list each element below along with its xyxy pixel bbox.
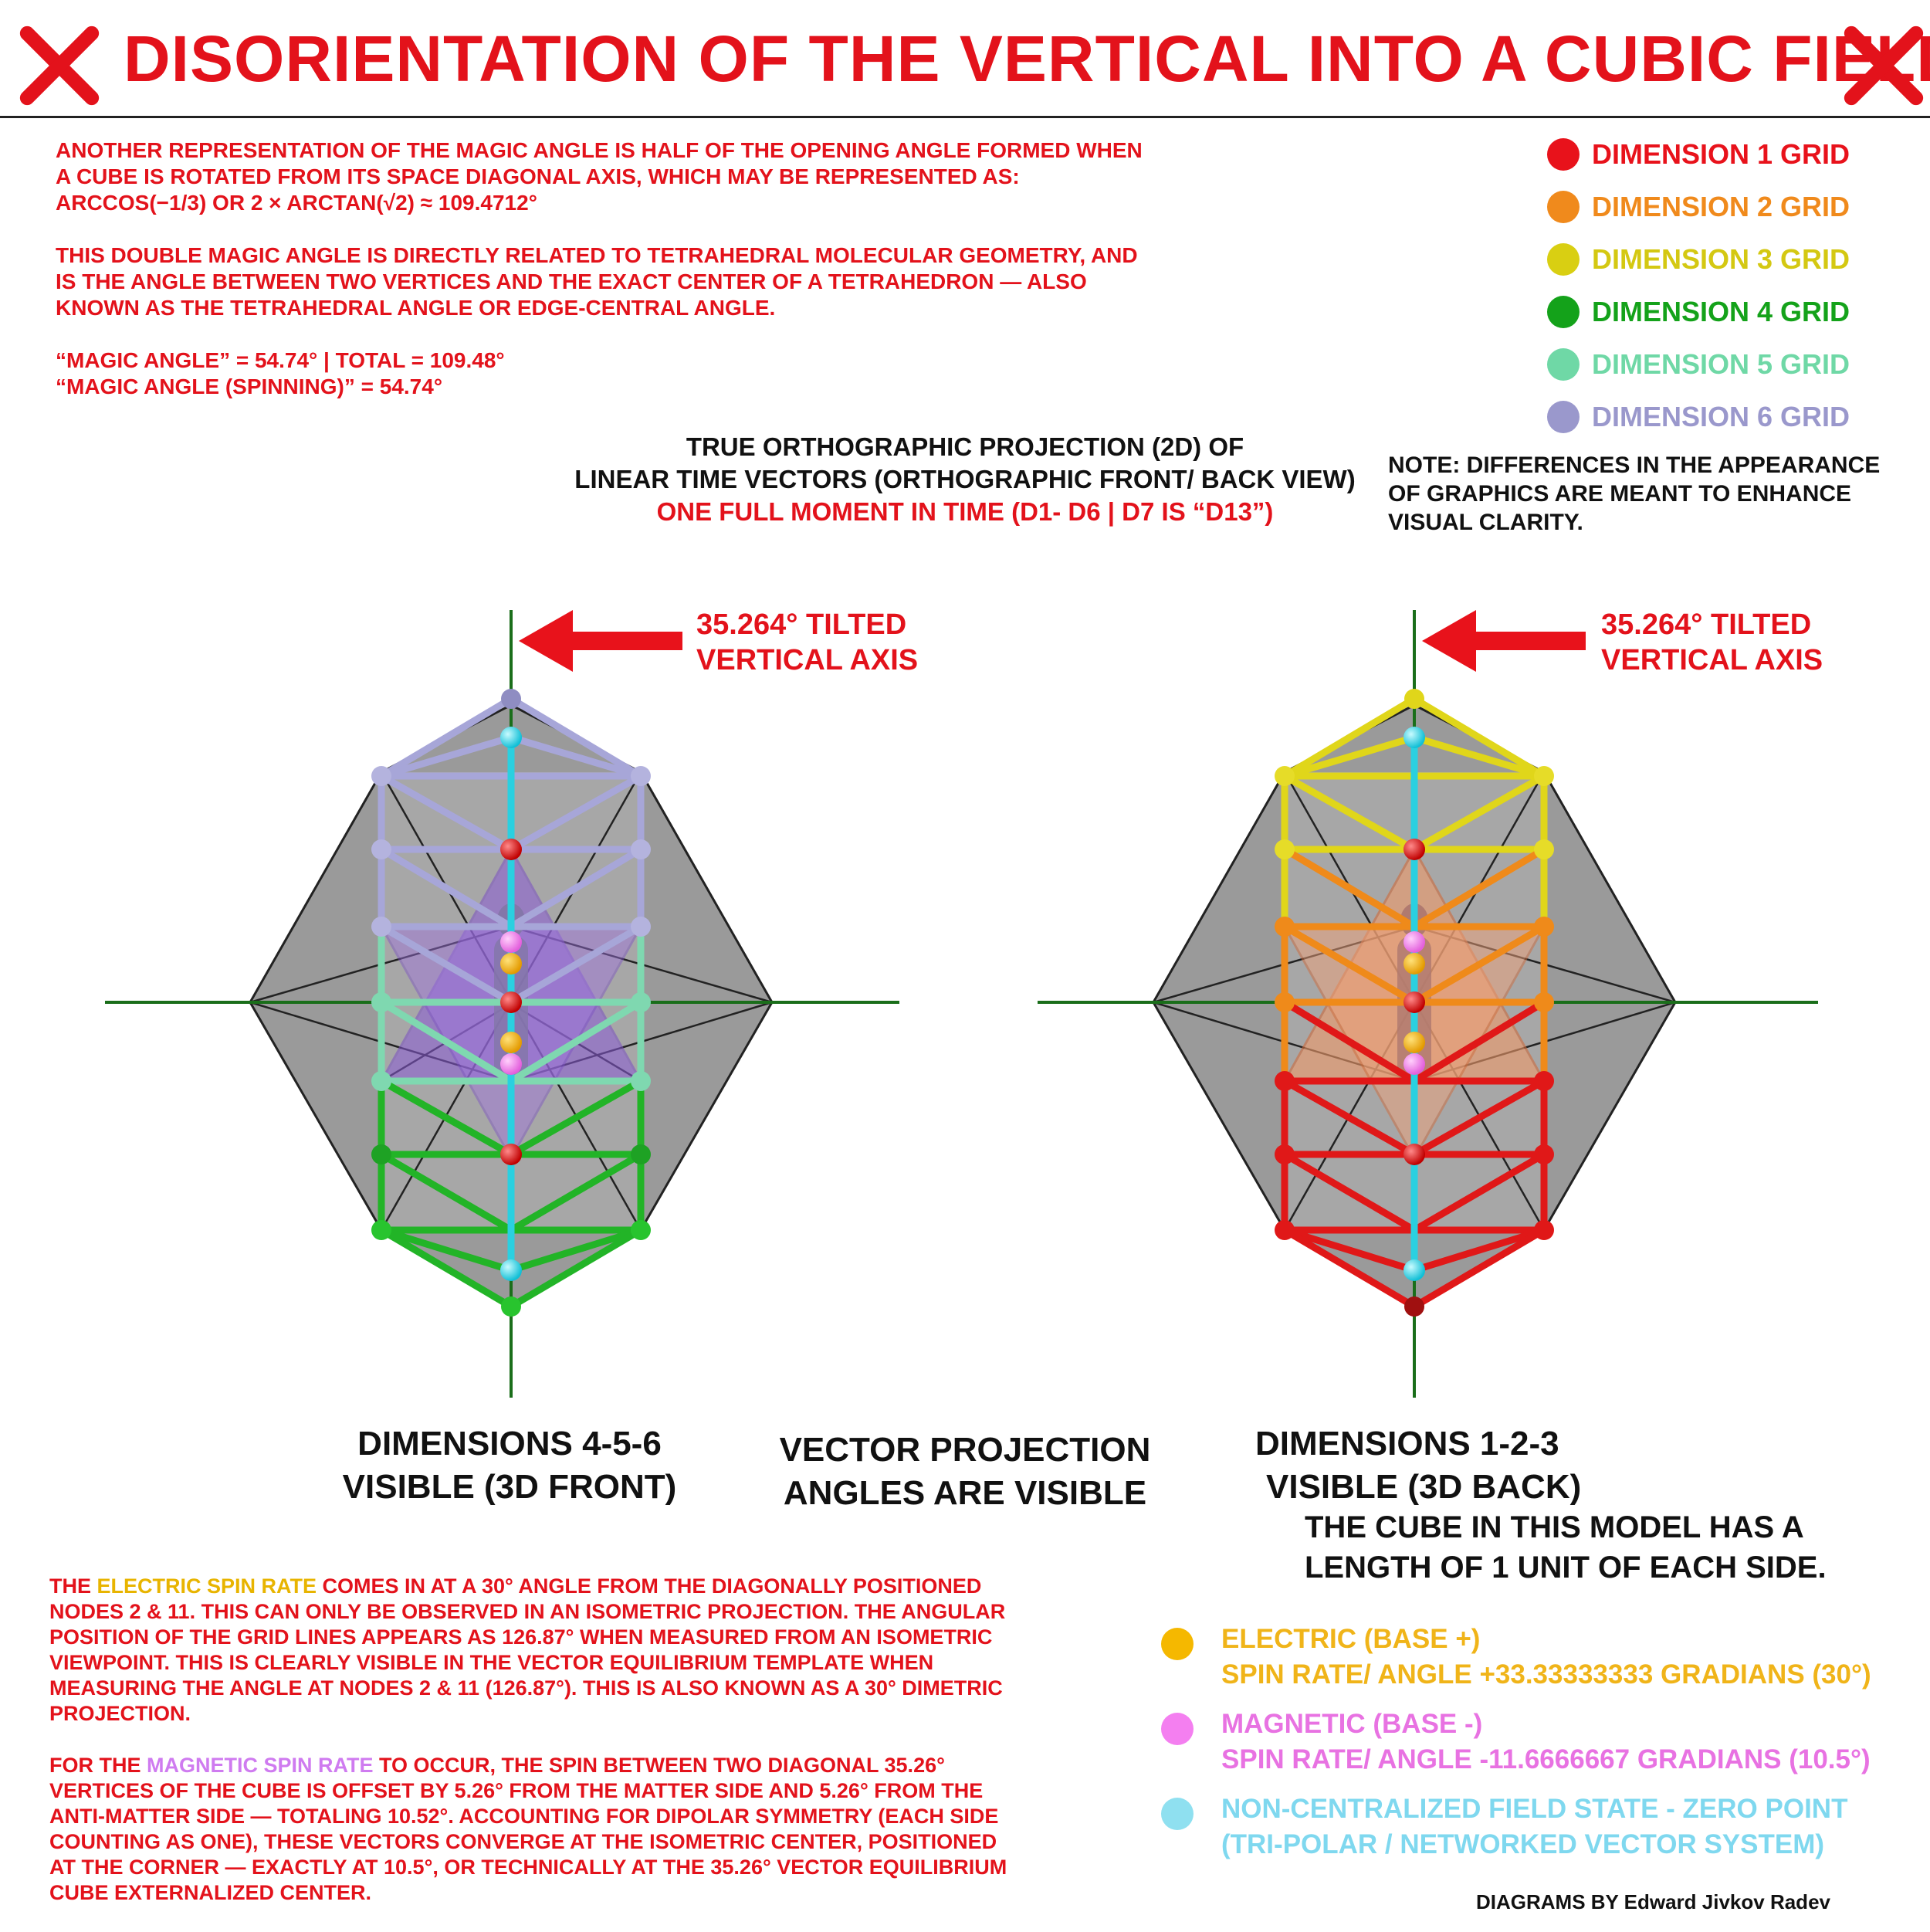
spin-legend-item: ELECTRIC (BASE +) SPIN RATE/ ANGLE +33.3…	[1161, 1622, 1918, 1693]
legend-label: DIMENSION 5 GRID	[1592, 348, 1850, 380]
legend-label: DIMENSION 3 GRID	[1592, 243, 1850, 275]
dimension-6-grid	[378, 696, 645, 1005]
right-diagram-caption: DIMENSIONS 1-2-3 VISIBLE (3D BACK)	[1204, 1422, 1688, 1509]
intro-paragraph: ANOTHER REPRESENTATION OF THE MAGIC ANGL…	[56, 138, 1143, 215]
yellow-dot-icon	[1547, 243, 1580, 276]
zero-point-dot-icon	[1161, 1798, 1194, 1830]
arrow-left-icon	[1422, 610, 1586, 672]
page-title: DISORIENTATION OF THE VERTICAL INTO A CU…	[124, 22, 1930, 95]
projection-line-highlight: ONE FULL MOMENT IN TIME (D1- D6 | D7 IS …	[656, 497, 1274, 526]
legend-label: DIMENSION 1 GRID	[1592, 138, 1850, 170]
projection-line: LINEAR TIME VECTORS (ORTHOGRAPHIC FRONT/…	[574, 465, 1356, 493]
legend-line: ELECTRIC (BASE +)	[1221, 1624, 1481, 1654]
node-set	[371, 689, 651, 1317]
legend-line: (TRI-POLAR / NETWORKED VECTOR SYSTEM)	[1221, 1829, 1825, 1859]
arrow-label-line: 35.264° TILTED	[696, 608, 907, 641]
caption-line: DIMENSIONS 4-5-6	[357, 1425, 662, 1463]
caption-line: VECTOR PROJECTION	[779, 1431, 1151, 1469]
lavender-dot-icon	[1547, 401, 1580, 433]
red-dot-icon	[1547, 138, 1580, 171]
credit-text: DIAGRAMS BY Edward Jivkov Radev	[1476, 1890, 1830, 1913]
cube-note-line: LENGTH OF 1 UNIT OF EACH SIDE.	[1305, 1551, 1827, 1585]
node-set	[1275, 689, 1554, 1317]
title-divider	[0, 116, 1930, 118]
arrow-label-line: VERTICAL AXIS	[696, 644, 919, 676]
legend-item: DIMENSION 3 GRID	[1547, 233, 1850, 286]
left-arrow-label: 35.264° TILTED VERTICAL AXIS	[696, 607, 918, 678]
spin-legend-item: MAGNETIC (BASE -) SPIN RATE/ ANGLE -11.6…	[1161, 1707, 1918, 1778]
legend-item: DIMENSION 2 GRID	[1547, 181, 1850, 233]
intro-text: ANOTHER REPRESENTATION OF THE MAGIC ANGL…	[56, 137, 1152, 400]
diagrams-canvas	[105, 610, 1818, 1398]
legend-item: DIMENSION 4 GRID	[1547, 286, 1850, 338]
magnetic-highlight: MAGNETIC SPIN RATE	[147, 1754, 374, 1777]
caption-line: VISIBLE (3D BACK)	[1266, 1468, 1582, 1506]
dimension-legend: DIMENSION 1 GRID DIMENSION 2 GRID DIMENS…	[1547, 128, 1850, 443]
projection-heading: TRUE ORTHOGRAPHIC PROJECTION (2D) OF LIN…	[571, 431, 1359, 528]
legend-item: DIMENSION 6 GRID	[1547, 391, 1850, 443]
arrow-label-line: 35.264° TILTED	[1601, 608, 1812, 641]
left-diagram-caption: DIMENSIONS 4-5-6 VISIBLE (3D FRONT)	[293, 1422, 726, 1509]
legend-label: DIMENSION 2 GRID	[1592, 191, 1850, 222]
magic-angle-spinning-line: “MAGIC ANGLE (SPINNING)” = 54.74°	[56, 375, 443, 398]
magnetic-paragraph: FOR THE MAGNETIC SPIN RATE TO OCCUR, THE…	[49, 1754, 1007, 1904]
arrow-left-icon	[519, 610, 682, 672]
x-mark-icon	[19, 25, 100, 106]
electric-dot-icon	[1161, 1628, 1194, 1660]
left-cube-diagram	[105, 610, 899, 1398]
caption-line: ANGLES ARE VISIBLE	[783, 1474, 1147, 1512]
electric-highlight: ELECTRIC SPIN RATE	[96, 1574, 317, 1598]
arrow-label-line: VERTICAL AXIS	[1601, 644, 1823, 676]
legend-item: DIMENSION 1 GRID	[1547, 128, 1850, 181]
legend-label: DIMENSION 4 GRID	[1592, 296, 1850, 327]
right-arrow-label: 35.264° TILTED VERTICAL AXIS	[1601, 607, 1823, 678]
center-caption: VECTOR PROJECTION ANGLES ARE VISIBLE	[757, 1429, 1173, 1515]
legend-label: DIMENSION 6 GRID	[1592, 401, 1850, 432]
legend-line: SPIN RATE/ ANGLE +33.33333333 GRADIANS (…	[1221, 1659, 1871, 1690]
legend-line: SPIN RATE/ ANGLE -11.6666667 GRADIANS (1…	[1221, 1744, 1871, 1774]
cube-note-line: THE CUBE IN THIS MODEL HAS A	[1305, 1510, 1804, 1544]
magic-angle-line: “MAGIC ANGLE” = 54.74° | TOTAL = 109.48°	[56, 348, 505, 372]
spin-legend-item: NON-CENTRALIZED FIELD STATE - ZERO POINT…	[1161, 1791, 1918, 1863]
mint-dot-icon	[1547, 348, 1580, 381]
note-text: NOTE: DIFFERENCES IN THE APPEARANCE OF G…	[1388, 452, 1881, 535]
right-cube-diagram	[1038, 610, 1818, 1398]
projection-line: TRUE ORTHOGRAPHIC PROJECTION (2D) OF	[686, 432, 1244, 461]
legend-line: MAGNETIC (BASE -)	[1221, 1709, 1483, 1739]
electric-paragraph: THE ELECTRIC SPIN RATE COMES IN AT A 30°…	[49, 1574, 1006, 1725]
orange-dot-icon	[1547, 191, 1580, 223]
cube-note: THE CUBE IN THIS MODEL HAS A LENGTH OF 1…	[1305, 1507, 1827, 1588]
magnetic-dot-icon	[1161, 1713, 1194, 1745]
legend-line: NON-CENTRALIZED FIELD STATE - ZERO POINT	[1221, 1794, 1848, 1824]
legend-item: DIMENSION 5 GRID	[1547, 338, 1850, 391]
caption-line: VISIBLE (3D FRONT)	[342, 1468, 677, 1506]
spin-rate-text: THE ELECTRIC SPIN RATE COMES IN AT A 30°…	[49, 1574, 1022, 1932]
spin-legend: ELECTRIC (BASE +) SPIN RATE/ ANGLE +33.3…	[1161, 1622, 1918, 1863]
green-dot-icon	[1547, 296, 1580, 328]
dimension-4-grid	[378, 1078, 645, 1310]
x-mark-icon	[1844, 25, 1924, 106]
caption-line: DIMENSIONS 1-2-3	[1255, 1425, 1559, 1463]
intro-paragraph: THIS DOUBLE MAGIC ANGLE IS DIRECTLY RELA…	[56, 243, 1138, 320]
